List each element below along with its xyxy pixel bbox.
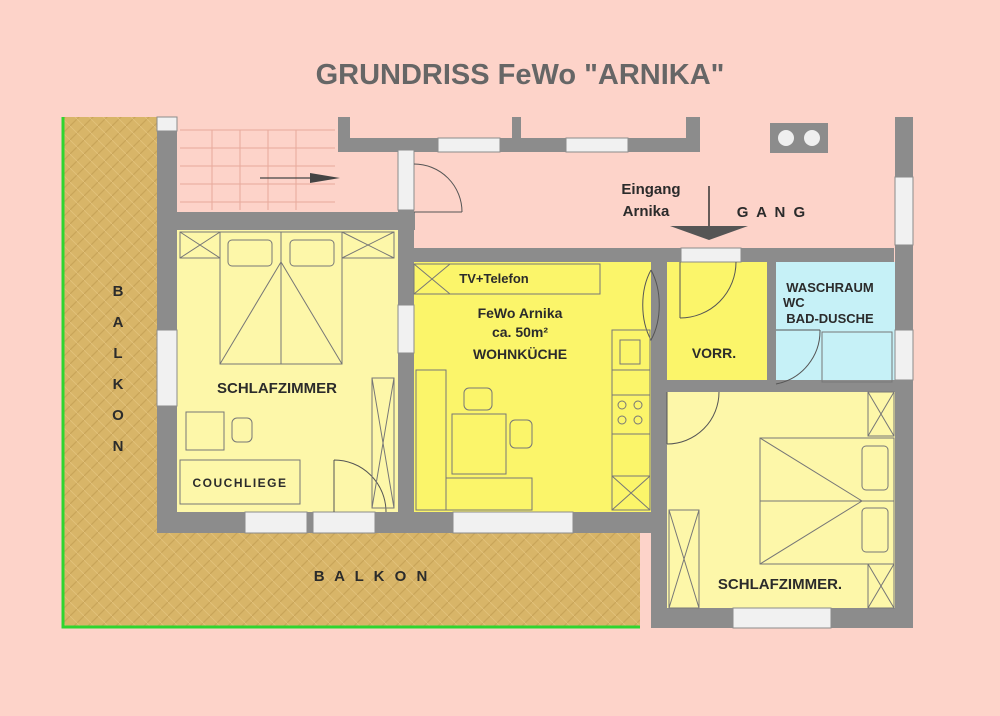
balcony-bottom-label: B A L K O N [314, 568, 431, 585]
living-floor [414, 262, 651, 512]
plan-title: GRUNDRISS FeWo "ARNIKA" [316, 59, 725, 91]
bath-label-2: WC [783, 295, 805, 310]
staircase [180, 129, 340, 210]
hall-label: VORR. [692, 345, 736, 361]
living-label-type: WOHNKÜCHE [473, 346, 567, 362]
entrance-label-1: Eingang [621, 181, 680, 198]
bed-right [668, 391, 895, 609]
doors [333, 163, 821, 513]
tv-label: TV+Telefon [459, 271, 529, 286]
bedroom-left-floor [177, 230, 398, 512]
corridor-label: G A N G [737, 204, 807, 221]
bath-floor [776, 262, 895, 384]
desk-left [179, 377, 395, 509]
bath-fixtures [821, 331, 893, 383]
entrance-label-2: Arnika [623, 203, 670, 220]
bed-left [179, 231, 395, 365]
hall-floor [667, 262, 767, 380]
bedroom-left-label: SCHLAFZIMMER [217, 380, 337, 397]
balcony-edge [61, 117, 640, 629]
windows [156, 116, 914, 629]
bath-label-1: WASCHRAUM [786, 280, 873, 295]
balcony-side-label: BALKON [110, 283, 127, 469]
bedroom-right-label: SCHLAFZIMMER. [718, 576, 842, 593]
chimney [770, 123, 828, 153]
living-label-size: ca. 50m² [492, 324, 548, 340]
entrance-arrow-icon [670, 186, 748, 240]
living-label-name: FeWo Arnika [478, 305, 563, 321]
couch-label: COUCHLIEGE [192, 476, 287, 490]
living-furniture [413, 263, 651, 511]
balcony [61, 117, 640, 629]
bath-label-3: BAD-DUSCHE [786, 311, 874, 326]
